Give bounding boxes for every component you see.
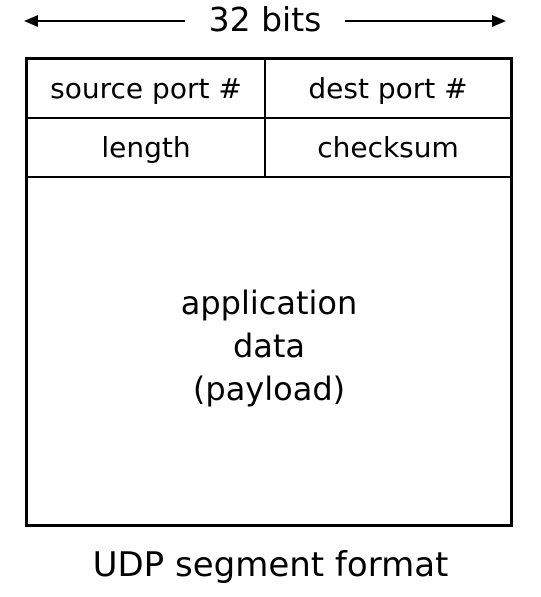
diagram-caption: UDP segment format	[92, 545, 449, 585]
left-arrowhead	[24, 15, 38, 27]
header-row-ports: source port # dest port #	[28, 60, 510, 119]
source-port-field: source port #	[28, 60, 266, 117]
bits-label: 32 bits	[190, 0, 340, 40]
payload-line: (payload)	[192, 369, 346, 408]
right-arrowhead	[492, 15, 506, 27]
payload-line: data	[232, 326, 306, 365]
dest-port-field: dest port #	[308, 72, 468, 105]
checksum-field: checksum	[317, 131, 459, 164]
payload-field: application data (payload)	[28, 178, 510, 524]
udp-segment-box: source port # dest port # length checksu…	[25, 57, 513, 527]
width-indicator: 32 bits	[0, 0, 541, 40]
payload-line: application	[180, 283, 358, 322]
header-row-length-checksum: length checksum	[28, 119, 510, 178]
width-arrow	[24, 15, 506, 27]
length-field: length	[28, 119, 266, 176]
